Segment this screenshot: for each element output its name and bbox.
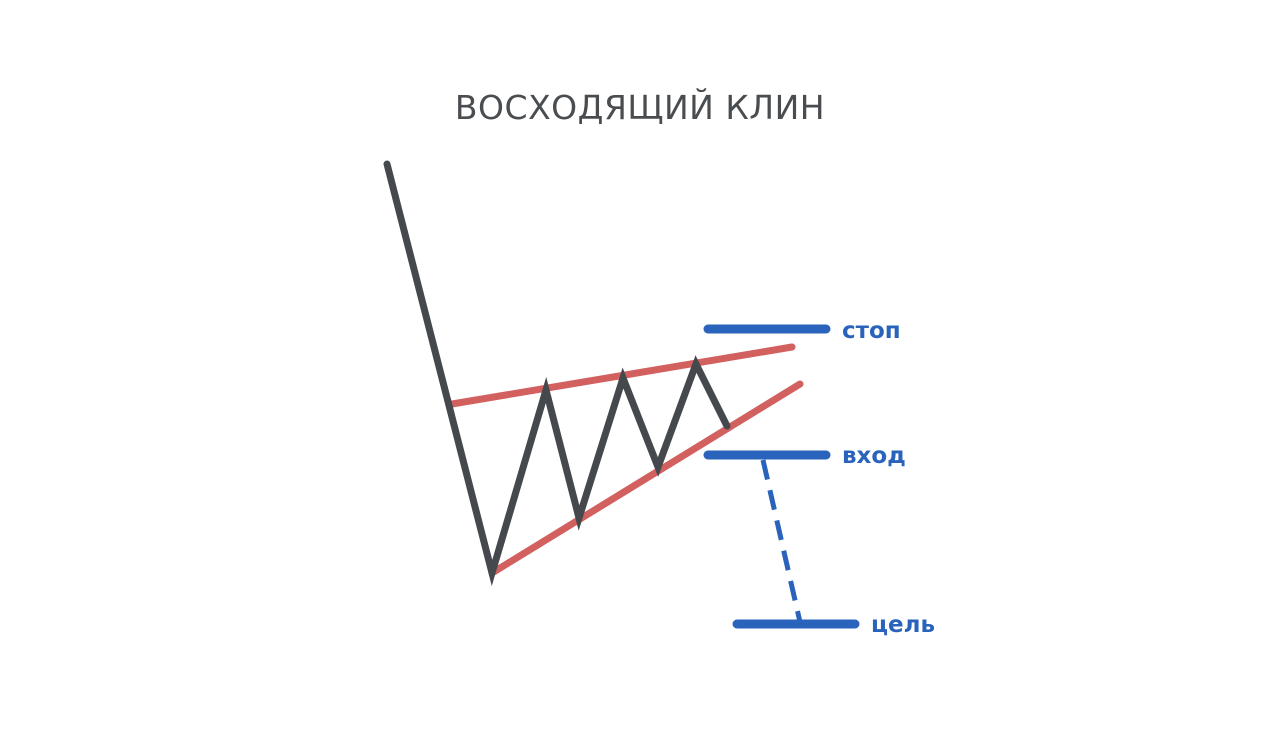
stop-level-label: стоп [842,318,901,344]
diagram-title: ВОСХОДЯЩИЙ КЛИН [454,88,826,127]
target-level-label: цель [871,612,935,638]
target-projection-dashed-line [760,459,803,623]
entry-level-label: вход [842,443,906,469]
price-path [383,160,731,587]
wedge-lower-trendline [488,380,804,577]
